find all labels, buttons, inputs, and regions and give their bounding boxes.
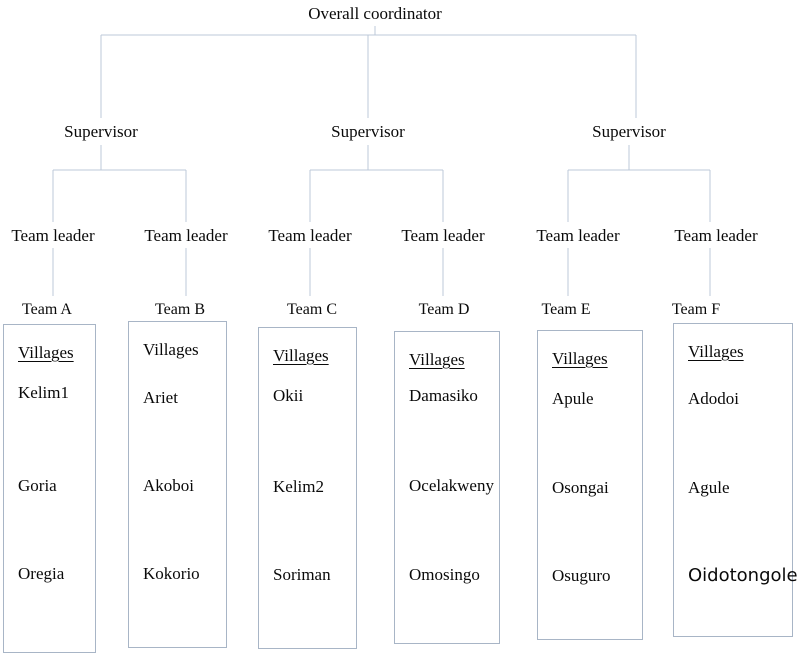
village-item: Kokorio [143, 564, 200, 583]
village-item: Damasiko [409, 386, 478, 405]
village-item: Omosingo [409, 565, 480, 584]
village-item: Agule [688, 478, 730, 497]
village-item: Goria [18, 476, 57, 495]
villages-header: Villages [143, 340, 199, 359]
village-item: Kelim2 [273, 477, 324, 496]
team-leader-node-6: Team leader [674, 226, 758, 245]
village-item: Soriman [273, 565, 331, 584]
team-leader-node-3: Team leader [268, 226, 352, 245]
village-item: Osuguro [552, 566, 611, 585]
team-label-f: Team F [671, 301, 721, 318]
village-item: Akoboi [143, 476, 194, 495]
village-item: Apule [552, 389, 594, 408]
team-label-d: Team D [418, 301, 470, 318]
village-item: Okii [273, 386, 304, 405]
village-item: Oidotongole [688, 565, 797, 586]
villages-header: Villages [273, 346, 329, 365]
team-leader-node-5: Team leader [536, 226, 620, 245]
team-label-b: Team B [155, 301, 205, 318]
team-leader-node-1: Team leader [11, 226, 95, 245]
team-leader-node-4: Team leader [401, 226, 485, 245]
supervisor-node-1: Supervisor [64, 122, 138, 141]
villages-header: Villages [409, 350, 465, 369]
root-node-label: Overall coordinator [308, 4, 442, 23]
village-item: Ariet [143, 388, 178, 407]
villages-header: Villages [552, 349, 608, 368]
village-item: Adodoi [688, 389, 739, 408]
village-item: Kelim1 [18, 383, 69, 402]
supervisor-node-3: Supervisor [592, 122, 666, 141]
village-item: Oregia [18, 564, 65, 583]
village-item: Ocelakweny [409, 476, 494, 495]
team-label-e: Team E [541, 301, 591, 318]
villages-header: Villages [688, 342, 744, 361]
team-label-a: Team A [22, 301, 72, 318]
supervisor-node-2: Supervisor [331, 122, 405, 141]
team-leader-node-2: Team leader [144, 226, 228, 245]
villages-header: Villages [18, 343, 74, 362]
village-item: Osongai [552, 478, 609, 497]
team-label-c: Team C [287, 301, 337, 318]
